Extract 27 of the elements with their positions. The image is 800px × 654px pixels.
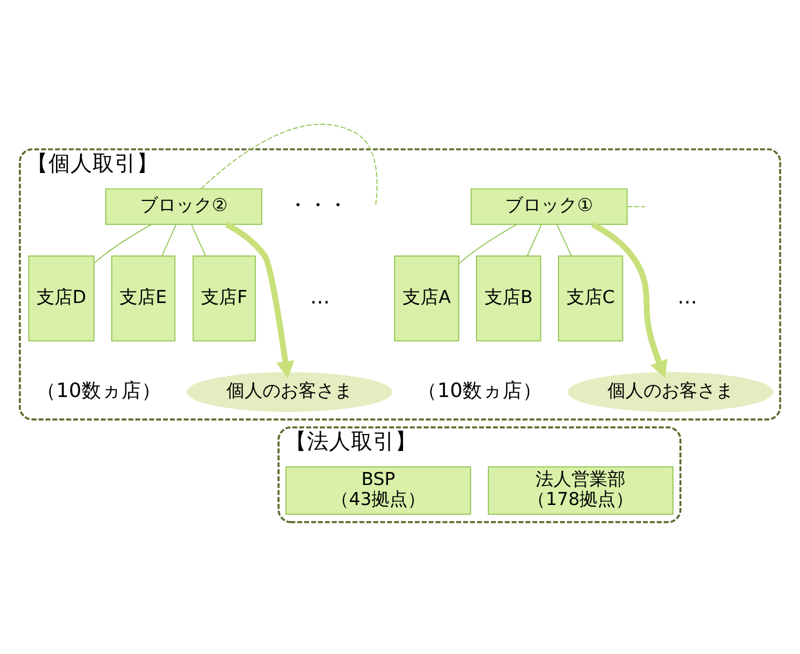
label: … <box>677 285 698 308</box>
connector <box>200 124 378 206</box>
node-box: 支店A <box>394 255 460 342</box>
connector <box>190 224 206 256</box>
arrow <box>591 222 668 378</box>
connector <box>556 224 572 256</box>
node-box: ブロック① <box>470 188 628 225</box>
node-box: 法人営業部 （178拠点） <box>488 466 674 515</box>
label: （10数ヵ店） <box>36 378 162 402</box>
connector <box>94 224 152 264</box>
connector <box>626 206 646 208</box>
node-box: 支店B <box>476 255 542 342</box>
node-ellipse: 個人のお客さま <box>186 372 392 412</box>
arrow <box>225 222 294 379</box>
node-box: 支店C <box>558 255 624 342</box>
connector <box>458 224 518 264</box>
connector <box>162 224 177 256</box>
node-box: BSP （43拠点） <box>285 466 472 515</box>
node-box: 支店D <box>28 255 94 342</box>
node-ellipse: 個人のお客さま <box>568 372 774 412</box>
label: … <box>310 285 330 308</box>
node-box: 支店F <box>192 255 256 342</box>
label: ・・・ <box>288 194 348 217</box>
label: （10数ヵ店） <box>417 378 543 402</box>
node-box: 支店E <box>111 255 176 342</box>
connector <box>526 224 542 256</box>
node-box: ブロック② <box>105 188 262 225</box>
